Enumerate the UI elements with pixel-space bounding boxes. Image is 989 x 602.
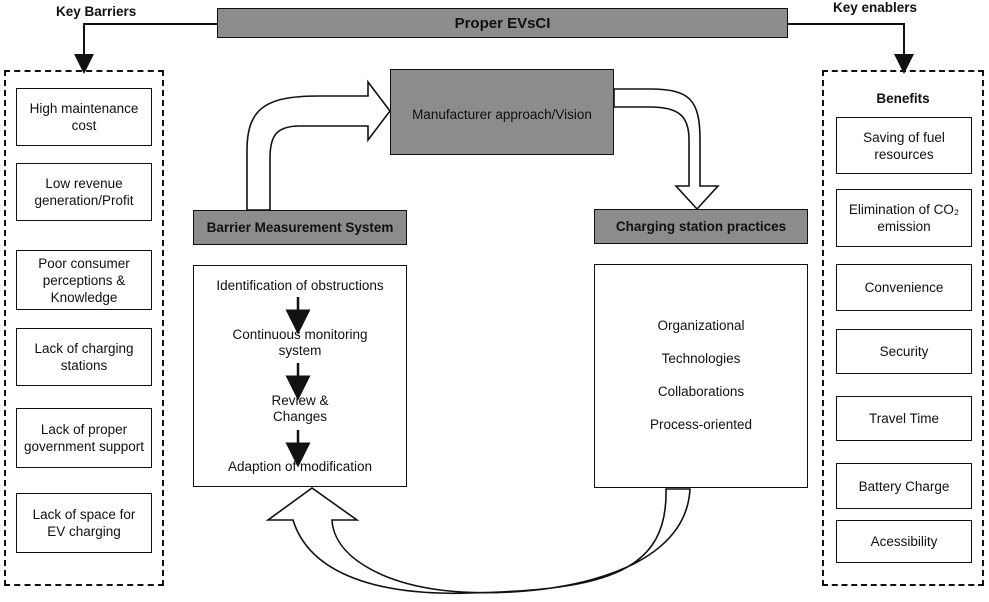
step-adaption: Adaption of modification — [227, 459, 373, 474]
barrier-item: Lack of charging stations — [16, 328, 152, 386]
benefit-item: Convenience — [836, 264, 972, 311]
practice-technologies: Technologies — [661, 351, 741, 366]
benefit-item: Saving of fuel resources — [836, 117, 972, 174]
connector-enablers — [787, 23, 914, 74]
title-bar: Proper EVsCI — [217, 8, 788, 38]
step-review: Review & Changes — [271, 393, 329, 424]
barriers-panel — [4, 70, 164, 586]
barrier-item: Low revenue generation/Profit — [16, 163, 152, 221]
barrier-system-label: Barrier Measurement System — [206, 220, 394, 235]
benefits-label: Benefits — [876, 91, 930, 106]
practice-collaborations: Collaborations — [657, 384, 745, 399]
manufacturer-label: Manufacturer approach/Vision — [412, 107, 592, 122]
barrier-item: Poor consumer perceptions & Knowledge — [16, 250, 152, 310]
charging-practices-header: Charging station practices — [594, 209, 808, 244]
step-monitoring: Continuous monitoring system — [232, 327, 368, 358]
benefit-item: Battery Charge — [836, 463, 972, 509]
hollow-arrow-down — [613, 88, 720, 211]
barrier-item: Lack of space for EV charging — [16, 493, 152, 553]
hollow-arrow-return — [265, 487, 691, 595]
key-enablers-label: Key enablers — [833, 0, 918, 15]
benefit-item: Acessibility — [836, 520, 972, 563]
step-identification: Identification of obstructions — [216, 278, 384, 293]
enablers-panel — [822, 70, 984, 586]
barrier-item: High maintenance cost — [16, 88, 152, 146]
title-text: Proper EVsCI — [454, 14, 551, 32]
key-barriers-label: Key Barriers — [56, 4, 137, 19]
barrier-system-header: Barrier Measurement System — [193, 210, 407, 245]
charging-practices-label: Charging station practices — [615, 219, 787, 234]
practice-organizational: Organizational — [657, 318, 745, 333]
benefit-item: Travel Time — [836, 396, 972, 441]
barrier-item: Lack of proper government support — [16, 408, 152, 468]
hollow-arrow-up — [246, 79, 392, 211]
practice-process-oriented: Process-oriented — [649, 417, 753, 432]
barrier-steps-box: Identification of obstructions Continuou… — [193, 265, 407, 487]
benefit-item: Security — [836, 329, 972, 374]
manufacturer-box: Manufacturer approach/Vision — [390, 69, 614, 155]
connector-barriers — [74, 23, 217, 74]
practices-box: Organizational Technologies Collaboratio… — [594, 264, 808, 488]
benefit-item: Elimination of CO₂ emission — [836, 189, 972, 247]
